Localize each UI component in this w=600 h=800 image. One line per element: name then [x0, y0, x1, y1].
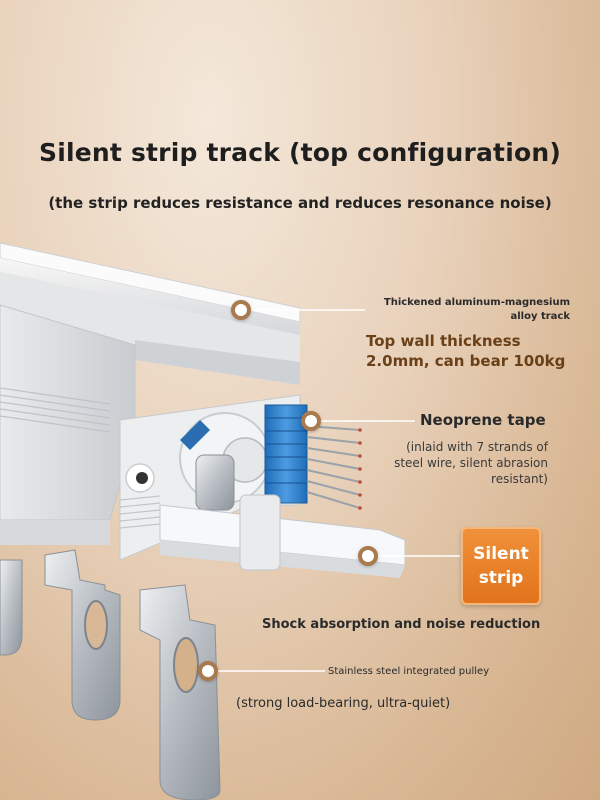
- callout-track-line2: alloy track: [510, 311, 570, 322]
- badge-line1: Silent: [473, 544, 529, 564]
- callout-tape-line1: (inlaid with 7 strands of: [406, 440, 548, 454]
- silent-strip-badge: Silent strip: [461, 527, 541, 605]
- callout-marker-strip: [358, 546, 378, 566]
- callout-pulley-title: Stainless steel integrated pulley: [328, 666, 490, 677]
- callout-track: Thickened aluminum-magnesium alloy track: [360, 296, 570, 324]
- silent-strip-arm: [159, 504, 406, 566]
- neoprene-tape: [264, 404, 308, 504]
- callout-wall-line2: 2.0mm, can bear 100kg: [366, 352, 566, 370]
- callout-marker-track: [231, 300, 251, 320]
- page-subtitle: (the strip reduces resistance and reduce…: [48, 194, 552, 212]
- callout-marker-tape: [301, 411, 321, 431]
- callout-tape-line3: resistant): [491, 472, 548, 486]
- callout-pulley-caption: (strong load-bearing, ultra-quiet): [236, 696, 451, 711]
- callout-track-line1: Thickened aluminum-magnesium: [383, 297, 570, 308]
- callout-wall: Top wall thickness 2.0mm, can bear 100kg: [366, 331, 565, 371]
- hanger-hooks: [0, 494, 281, 800]
- callout-marker-pulley: [198, 661, 218, 681]
- steel-wires: [306, 425, 361, 509]
- callout-tape-line2: steel wire, silent abrasion: [394, 456, 548, 470]
- callout-tape-desc: (inlaid with 7 strands of steel wire, si…: [340, 439, 548, 487]
- callout-tape-title: Neoprene tape: [420, 411, 546, 429]
- badge-line2: strip: [478, 568, 524, 588]
- callout-wall-line1: Top wall thickness: [366, 332, 521, 350]
- page-title: Silent strip track (top configuration): [39, 138, 561, 167]
- callout-strip-caption: Shock absorption and noise reduction: [262, 617, 541, 632]
- track-top-face: [0, 258, 300, 335]
